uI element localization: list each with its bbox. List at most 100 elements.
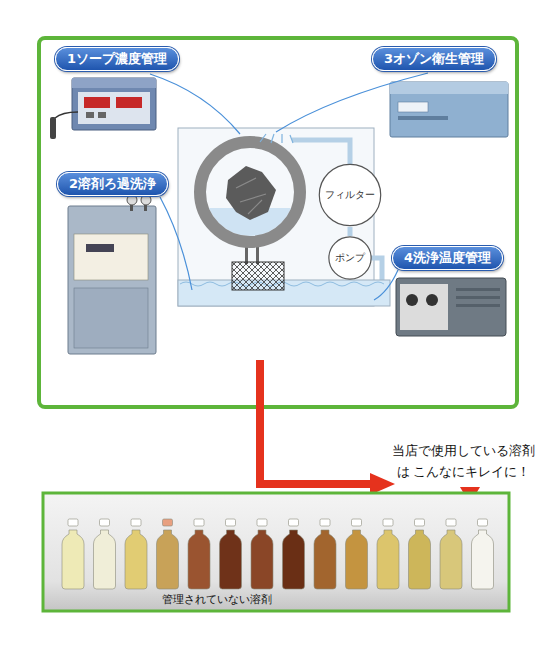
solvent-bottles-part: [251, 530, 273, 589]
washing-machine-part: [232, 262, 284, 290]
solvent-bottles-part: [226, 519, 236, 526]
solvent-bottles-part: [383, 519, 393, 526]
solvent-bottles-part: [194, 519, 204, 526]
solvent-bottles-part: [163, 519, 173, 526]
node-text: 2溶剤ろ過洗浄: [69, 176, 156, 192]
soap-controller-part: [84, 97, 110, 108]
leader-lines-part: [150, 74, 240, 134]
ozone-unit: [390, 82, 508, 137]
solvent-bottles-part: [440, 530, 462, 589]
solvent-bottles-part: [68, 519, 78, 526]
filtration-unit-part: [127, 195, 137, 205]
filtration-unit-part: [86, 244, 114, 252]
solvent-bottles-part: [220, 530, 242, 589]
green-panel: [39, 38, 517, 407]
solvent-bottles-part: [346, 530, 368, 589]
ozone-unit-part: [390, 82, 508, 94]
solvent-bottles-part: [94, 530, 116, 589]
solvent-bottles-part: [100, 519, 110, 526]
solvent-bottles-part: [415, 519, 425, 526]
filtration-unit-part: [68, 206, 156, 354]
callout-tag: 4洗浄温度管理: [392, 246, 503, 270]
filtration-unit-part: [144, 205, 147, 211]
solvent-bottles-part: [62, 530, 84, 589]
soap-controller-part: [86, 112, 94, 118]
callout-tag: 3オゾン衛生管理: [372, 47, 496, 71]
washing-machine: [178, 128, 390, 306]
filtration-unit-part: [74, 234, 148, 280]
solvent-bottles-part: [125, 530, 147, 589]
soap-controller-part: [72, 78, 156, 88]
node-text: 3オゾン衛生管理: [384, 51, 484, 67]
bottle-panel: 管理されていない溶剤: [42, 492, 510, 612]
solvent-bottles-part: [131, 519, 141, 526]
temperature-unit-part: [426, 294, 438, 306]
pipe-connector: [348, 227, 353, 236]
solvent-bottles-part: [446, 519, 456, 526]
soap-controller-part: [50, 117, 56, 139]
solvent-bottles-part: [283, 530, 305, 589]
node-text: ポンプ: [335, 252, 365, 264]
leader-lines-part: [160, 197, 192, 290]
ozone-unit-part: [398, 102, 428, 112]
solvent-bottles-part: [377, 530, 399, 589]
ozone-unit-part: [390, 82, 508, 137]
soap-controller-part: [55, 112, 78, 118]
filtration-unit-part: [141, 195, 151, 205]
filtration-unit: [68, 195, 156, 354]
callout-tag: 1ソープ濃度管理: [55, 47, 179, 71]
washing-machine-part: [292, 140, 350, 164]
solvent-bottles: [62, 519, 494, 589]
temperature-unit-part: [400, 284, 448, 330]
temperature-unit-part: [406, 294, 418, 306]
filtration-unit-part: [130, 205, 133, 211]
washing-machine-part: [371, 258, 382, 281]
solvent-bottles-part: [472, 530, 494, 589]
soap-controller-part: [72, 78, 156, 130]
circle-outline: [329, 237, 371, 279]
temperature-unit-part: [396, 278, 506, 336]
solvent-bottles-part: [478, 519, 488, 526]
note-text: 当店で使用している溶剤は こんなにキレイに！: [386, 440, 541, 482]
solvent-bottles-part: [157, 530, 179, 589]
ozone-unit-part: [398, 116, 448, 120]
node-text: 4洗浄温度管理: [404, 250, 491, 266]
red-arrow: [260, 360, 480, 504]
washing-machine-part: [200, 142, 300, 242]
node-text: 1ソープ濃度管理: [67, 51, 167, 67]
solvent-bottles-part: [188, 530, 210, 589]
washing-machine-part: [236, 178, 266, 214]
node-text: 管理されていない溶剤: [162, 593, 272, 607]
red-arrow-part: [260, 360, 372, 484]
leader-lines-part: [276, 73, 428, 132]
solvent-bottles-part: [289, 519, 299, 526]
soap-controller-part: [116, 97, 142, 108]
bottle-panel-ground: [43, 493, 509, 611]
soap-controller: [50, 78, 156, 139]
solvent-bottles-part: [314, 530, 336, 589]
leader-lines-part: [374, 270, 398, 300]
temperature-unit: [396, 278, 506, 336]
solvent-bottles-part: [352, 519, 362, 526]
leader-lines: [150, 73, 428, 300]
soap-controller-part: [98, 112, 106, 118]
temperature-unit-part: [456, 296, 500, 299]
pump-circle: ポンプ: [328, 236, 372, 280]
solvent-bottles-part: [320, 519, 330, 526]
callout-tag: 2溶剤ろ過洗浄: [57, 172, 168, 196]
node-text: フィルター: [325, 189, 375, 201]
temperature-unit-part: [456, 304, 500, 307]
filter-circle: フィルター: [318, 163, 382, 227]
washing-machine-part: [226, 166, 276, 220]
filtration-unit-part: [74, 288, 148, 348]
temperature-unit-part: [456, 288, 500, 291]
circle-outline: [319, 164, 380, 225]
solvent-bottles-part: [257, 519, 267, 526]
washing-machine-part: [260, 134, 293, 143]
solvent-bottles-part: [409, 530, 431, 589]
soap-controller-part: [78, 92, 150, 124]
pipe-connector: [350, 227, 351, 236]
